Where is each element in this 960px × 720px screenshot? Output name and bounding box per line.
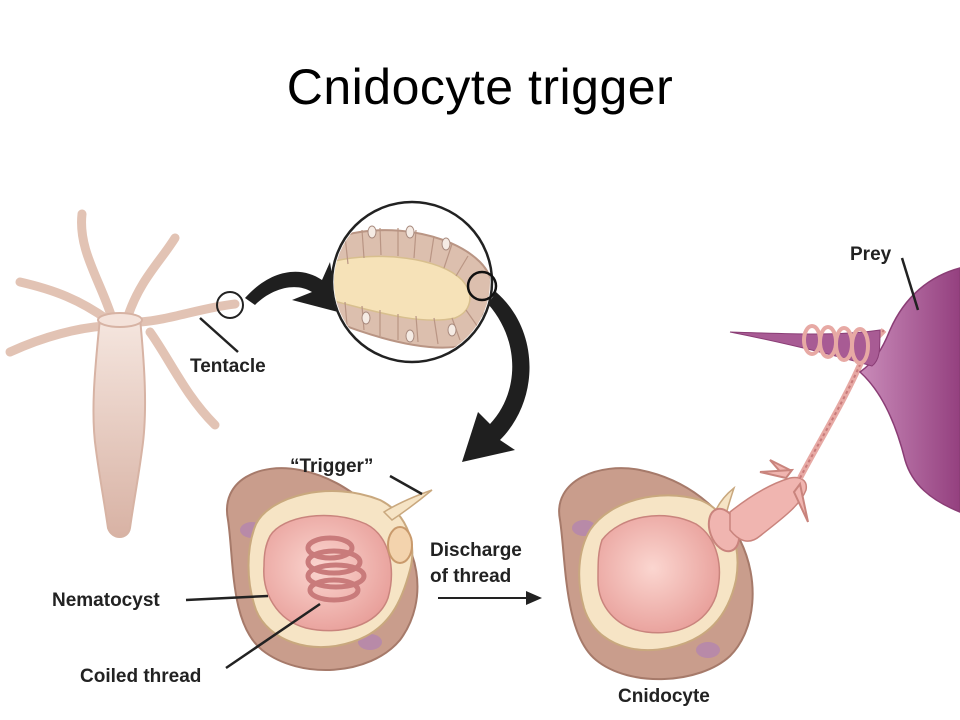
nematocyst-leader-line [185,594,269,602]
label-trigger: “Trigger” [290,456,374,477]
discharge-arrow-icon [526,591,542,605]
tentacle-leader-line [199,317,239,353]
cnidocyte-before [185,467,433,672]
cnidocyte-zoom-circle [466,270,498,302]
label-prey: Prey [850,244,892,265]
hydra-tentacle [123,233,180,321]
page-title: Cnidocyte trigger [286,59,674,115]
hydra-tentacle [135,299,240,327]
cnidocyte-after [558,328,887,681]
coiled-thread-leader-line [225,602,321,670]
hydra-mouth [97,312,143,328]
hydra-body [92,317,147,538]
tentacle-zoom-circle [216,291,244,319]
label-coiled-thread: Coiled thread [80,666,202,687]
label-tentacle: Tentacle [190,356,266,377]
label-cnidocyte: Cnidocyte [618,686,710,707]
hydra-tentacle [77,209,117,323]
hydra-tentacle [145,327,220,430]
down-arrow-icon [462,292,530,462]
hydra-illustration [5,209,244,538]
prey-leader-line [900,257,920,311]
trigger-leader-line [389,474,423,496]
prey-illustration [729,257,960,513]
hydra-tentacle [15,277,113,325]
label-nematocyst: Nematocyst [52,590,160,611]
zoom-arrow-icon [245,262,338,312]
label-discharge-line1: Discharge [430,540,522,561]
magnified-tentacle [330,200,498,364]
label-discharge-line2: of thread [430,566,512,587]
hydra-tentacle [5,321,109,357]
